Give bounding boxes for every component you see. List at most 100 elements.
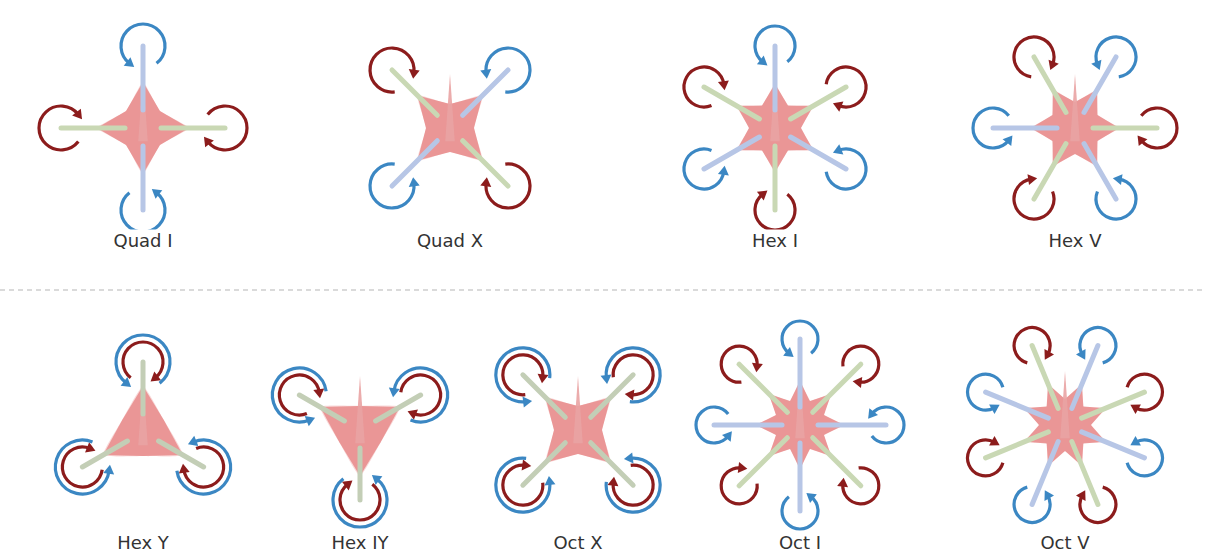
frame-label: Oct I xyxy=(776,532,824,553)
frame-arm xyxy=(993,126,1057,131)
rotation-arrow xyxy=(782,321,818,353)
rotation-arrow xyxy=(684,67,724,107)
rotation-arrow xyxy=(1127,440,1162,476)
arrow-head xyxy=(522,459,532,470)
arrow-head xyxy=(121,377,131,387)
rotation-arrow xyxy=(177,440,231,494)
rotation-arrow xyxy=(39,106,78,150)
frame-nose xyxy=(445,74,455,141)
arrow-head xyxy=(389,388,400,398)
rotation-arrow xyxy=(370,164,414,208)
rotation-arrow xyxy=(496,348,550,402)
rotation-arrow xyxy=(116,335,170,383)
arrow-head xyxy=(624,453,634,464)
rotation-arrow xyxy=(1141,108,1177,148)
rotation-arrow xyxy=(1014,487,1050,522)
frame-arm xyxy=(818,423,886,428)
rotation-arrow xyxy=(208,106,247,150)
rotation-arrow xyxy=(370,48,414,92)
arrow-head xyxy=(124,57,134,67)
frame-arm xyxy=(1084,144,1116,199)
arrow-head xyxy=(607,477,618,487)
arrow-head xyxy=(1130,436,1141,446)
frame-nose xyxy=(355,376,365,443)
frame-figure xyxy=(968,328,1163,523)
frame-figure xyxy=(696,321,904,529)
rotation-arrow xyxy=(496,458,550,512)
arrow-head xyxy=(989,436,1000,446)
frame-arm xyxy=(358,448,363,500)
rotation-arrow xyxy=(782,497,818,529)
rotation-arrow xyxy=(872,407,904,443)
arrow-head xyxy=(1049,60,1059,70)
rotation-arrow xyxy=(123,342,163,378)
frame-arm xyxy=(392,70,437,115)
frame-arm xyxy=(798,339,803,407)
arrow-head xyxy=(480,69,491,79)
arrow-head xyxy=(522,397,532,408)
arrow-head xyxy=(833,102,843,112)
frame-arm xyxy=(591,443,633,485)
arrow-head xyxy=(1076,349,1086,360)
arrow-head xyxy=(1091,60,1101,70)
arrow-head xyxy=(1044,349,1054,360)
frame-label: Oct V xyxy=(1037,532,1092,553)
frame-arm xyxy=(591,375,633,417)
frame-arm xyxy=(714,423,782,428)
frame-arm xyxy=(773,146,778,210)
rotation-arrow xyxy=(1080,328,1116,363)
arrow-head xyxy=(806,493,816,503)
frame-arm xyxy=(704,87,759,119)
frame-arm xyxy=(791,137,846,169)
rotation-arrow xyxy=(503,465,543,505)
rotation-arrow xyxy=(721,468,757,504)
rotation-arrow xyxy=(826,67,866,107)
frame-arm xyxy=(1084,57,1116,112)
rotation-arrow xyxy=(721,346,757,382)
arrow-head xyxy=(757,191,767,201)
frame-arm xyxy=(161,126,225,131)
frame-arm xyxy=(523,375,565,417)
rotation-arrow xyxy=(843,346,879,382)
arrow-head xyxy=(837,478,848,488)
arrow-head xyxy=(601,374,612,384)
arrow-head xyxy=(1044,490,1054,501)
frame-arm xyxy=(798,443,803,511)
arrow-head xyxy=(718,166,729,176)
rotation-arrow xyxy=(843,468,879,504)
frame-figure xyxy=(370,48,530,208)
frame-arm xyxy=(1082,432,1145,458)
rotation-arrow xyxy=(184,447,224,487)
rotation-arrow xyxy=(121,24,165,63)
frame-figures xyxy=(39,24,1177,529)
rotation-arrow xyxy=(968,374,1003,410)
frame-label: Quad X xyxy=(414,230,486,251)
frame-label: Hex IY xyxy=(329,532,392,553)
frame-arm xyxy=(1034,144,1066,199)
frame-arm xyxy=(773,46,778,110)
arrow-head xyxy=(1138,136,1148,146)
frame-arm xyxy=(813,364,861,412)
rotation-arrow xyxy=(613,355,653,395)
arrow-head xyxy=(85,442,95,452)
frame-arm xyxy=(141,46,146,110)
arrow-head xyxy=(833,144,843,154)
frame-figure xyxy=(973,37,1177,219)
arrow-head xyxy=(718,80,729,90)
frame-label: Hex I xyxy=(749,230,801,251)
rotation-arrow xyxy=(755,194,795,230)
arrow-head xyxy=(545,476,556,486)
frame-label: Quad I xyxy=(110,230,175,251)
frame-label: Oct X xyxy=(550,532,605,553)
arrow-head xyxy=(409,177,420,187)
arrow-head xyxy=(1003,136,1013,146)
rotation-arrow xyxy=(1080,487,1116,522)
rotation-arrow xyxy=(62,447,102,487)
arrow-head xyxy=(103,465,114,475)
frame-arm xyxy=(61,126,125,131)
frame-arm xyxy=(1032,346,1058,409)
arrow-head xyxy=(625,390,635,401)
frame-nose xyxy=(1060,371,1070,438)
frame-figure xyxy=(55,335,230,494)
rotation-arrow xyxy=(340,484,380,520)
